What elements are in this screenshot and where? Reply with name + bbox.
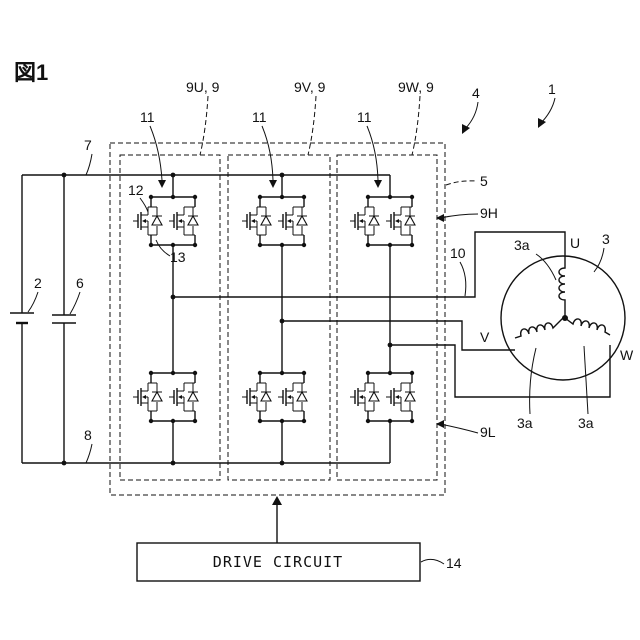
node-u-bottom bbox=[171, 461, 176, 466]
coil-v bbox=[515, 318, 563, 338]
leader-coil-v bbox=[530, 348, 536, 414]
label-module-v: 11 bbox=[252, 109, 267, 125]
node-v-bottom bbox=[280, 461, 285, 466]
enclosure-outline bbox=[110, 143, 445, 495]
node-u-top bbox=[171, 173, 176, 178]
coil-w bbox=[565, 318, 610, 335]
label-phase-u: U bbox=[570, 235, 580, 251]
label-low-side: 9L bbox=[480, 424, 496, 440]
leader-battery bbox=[28, 292, 38, 312]
leader-enclosure bbox=[446, 181, 476, 185]
label-arm-u: 9U, 9 bbox=[186, 79, 220, 95]
label-arm-w: 9W, 9 bbox=[398, 79, 434, 95]
leader-drive-ref bbox=[421, 559, 444, 564]
leader-module-v bbox=[262, 126, 273, 180]
label-arm-v: 9V, 9 bbox=[294, 79, 326, 95]
leader-negative-line bbox=[86, 444, 92, 463]
leader-positive-line bbox=[86, 154, 92, 175]
leader-transistor bbox=[140, 198, 148, 212]
arrowhead-module-u bbox=[158, 180, 166, 188]
label-coil-v: 3a bbox=[517, 415, 533, 431]
switch-u-low bbox=[133, 371, 198, 423]
label-enclosure: 5 bbox=[480, 173, 488, 189]
label-diode: 13 bbox=[170, 249, 186, 265]
label-phase-v: V bbox=[480, 329, 490, 345]
label-drive-ref: 14 bbox=[446, 555, 462, 571]
coil-u bbox=[559, 262, 565, 316]
arrowhead-system bbox=[538, 118, 546, 128]
leader-arm-u bbox=[200, 96, 208, 155]
leader-high-side bbox=[440, 214, 478, 218]
switch-v-low bbox=[242, 371, 307, 423]
label-module-w: 11 bbox=[357, 109, 372, 125]
leader-coil-w bbox=[584, 346, 588, 414]
figure-title: 図1 bbox=[14, 60, 48, 85]
leader-output-line bbox=[460, 262, 466, 296]
label-motor: 3 bbox=[602, 231, 610, 247]
drive-circuit-label: DRIVE CIRCUIT bbox=[213, 553, 343, 571]
label-coil-w: 3a bbox=[578, 415, 594, 431]
switch-w-low bbox=[350, 371, 415, 423]
output-line-w bbox=[390, 345, 610, 397]
motor-neutral-node bbox=[562, 315, 568, 321]
label-positive-line: 7 bbox=[84, 137, 92, 153]
label-output-line: 10 bbox=[450, 245, 466, 261]
leader-arm-w bbox=[412, 96, 420, 155]
leader-module-u bbox=[150, 126, 162, 180]
label-coil-u: 3a bbox=[514, 237, 530, 253]
label-transistor: 12 bbox=[128, 182, 144, 198]
label-high-side: 9H bbox=[480, 205, 498, 221]
label-negative-line: 8 bbox=[84, 427, 92, 443]
output-line-u bbox=[173, 232, 565, 297]
label-capacitor: 6 bbox=[76, 275, 84, 291]
label-phase-w: W bbox=[620, 347, 634, 363]
node-v-top bbox=[280, 173, 285, 178]
leader-low-side bbox=[440, 424, 478, 433]
capacitor-node-bottom bbox=[62, 461, 67, 466]
leader-diode bbox=[156, 240, 170, 256]
leader-arm-v bbox=[308, 96, 316, 155]
capacitor-node-top bbox=[62, 173, 67, 178]
drive-signal-arrowhead bbox=[272, 496, 282, 505]
label-system: 1 bbox=[548, 81, 556, 97]
arm-u-box bbox=[120, 155, 220, 480]
switch-w-high bbox=[350, 195, 415, 247]
label-battery: 2 bbox=[34, 275, 42, 291]
label-inverter: 4 bbox=[472, 85, 480, 101]
arrowhead-module-v bbox=[269, 180, 277, 188]
arrowhead-inverter bbox=[462, 124, 470, 134]
label-module-u: 11 bbox=[140, 109, 155, 125]
leader-capacitor bbox=[70, 292, 80, 314]
switch-v-high bbox=[242, 195, 307, 247]
leader-system bbox=[540, 98, 555, 124]
leader-inverter bbox=[464, 102, 478, 130]
arm-w-box bbox=[337, 155, 437, 480]
arrowhead-module-w bbox=[374, 180, 382, 188]
leader-motor bbox=[594, 248, 604, 272]
leader-module-w bbox=[367, 126, 378, 180]
arm-v-box bbox=[228, 155, 330, 480]
